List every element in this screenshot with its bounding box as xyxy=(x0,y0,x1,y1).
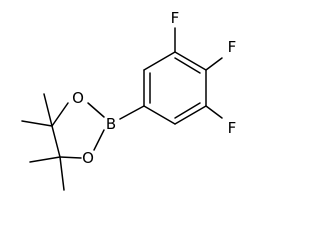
atom-oxygen-upper: O xyxy=(72,89,84,107)
bond-b-o-lower xyxy=(93,129,105,151)
ring-bond-4 xyxy=(143,105,176,125)
methyl-upper-up xyxy=(43,93,53,127)
ring-bond-1 xyxy=(174,51,207,71)
bond-c-f-right xyxy=(205,57,223,71)
atom-f-bottom: F xyxy=(228,119,237,137)
bond-c-b xyxy=(119,105,145,120)
methyl-groups xyxy=(21,93,65,191)
ring-double-bond-1 xyxy=(174,57,201,74)
atom-f-top: F xyxy=(171,9,180,27)
ring-double-bond-2 xyxy=(174,102,201,119)
bond-o-c-upper xyxy=(51,102,69,127)
methyl-lower-down xyxy=(59,156,65,191)
atom-boron: B xyxy=(106,115,116,133)
molecule-drawing: F F F B O O xyxy=(21,9,237,191)
benzene-ring xyxy=(143,51,207,125)
bond-o-c-lower xyxy=(59,156,82,159)
atom-oxygen-lower: O xyxy=(82,149,94,167)
bond-b-o-upper xyxy=(87,102,105,118)
atom-f-right: F xyxy=(228,38,237,56)
structure-canvas: F F F B O O xyxy=(21,9,237,191)
methyl-upper-left xyxy=(21,120,53,127)
bond-c-c-ring xyxy=(51,125,61,158)
dioxaborolane-ring xyxy=(51,102,105,159)
bond-c-f-bottom xyxy=(205,105,223,119)
ring-bond-6 xyxy=(143,51,176,71)
ring-bond-3 xyxy=(174,105,207,125)
methyl-lower-left xyxy=(29,156,61,163)
